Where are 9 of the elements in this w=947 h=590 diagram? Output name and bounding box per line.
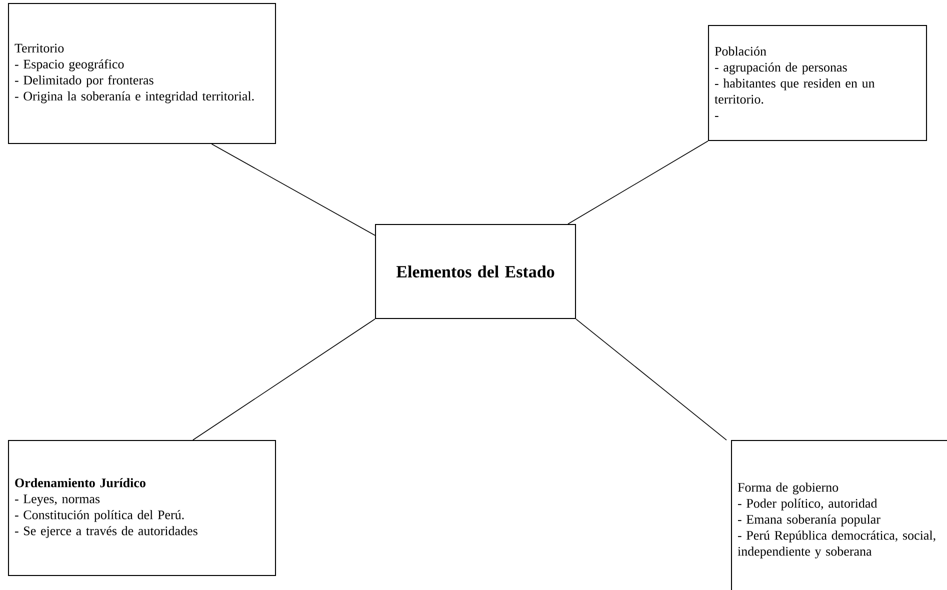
connector-line bbox=[192, 318, 376, 440]
connector-line bbox=[211, 144, 376, 236]
info-box: Población - agrupación de personas - habitantes que residen en un territorio. - bbox=[708, 25, 927, 141]
info-box: Ordenamiento Jurídico - Leyes, normas - Constitución política del Perú. - Se ejerce a través de autoridades bbox=[8, 440, 276, 576]
info-box: Territorio - Espacio geográfico - Delimitado por fronteras - Origina la soberanía e integridad territorial. bbox=[8, 3, 276, 144]
info-box: Forma de gobierno - Poder político, autoridad - Emana soberanía popular - Perú República democrática, social, independiente y soberana bbox=[731, 440, 947, 590]
title-box: Elementos del Estado bbox=[375, 224, 576, 319]
connector-line bbox=[568, 140, 708, 224]
connector-line bbox=[576, 318, 727, 440]
